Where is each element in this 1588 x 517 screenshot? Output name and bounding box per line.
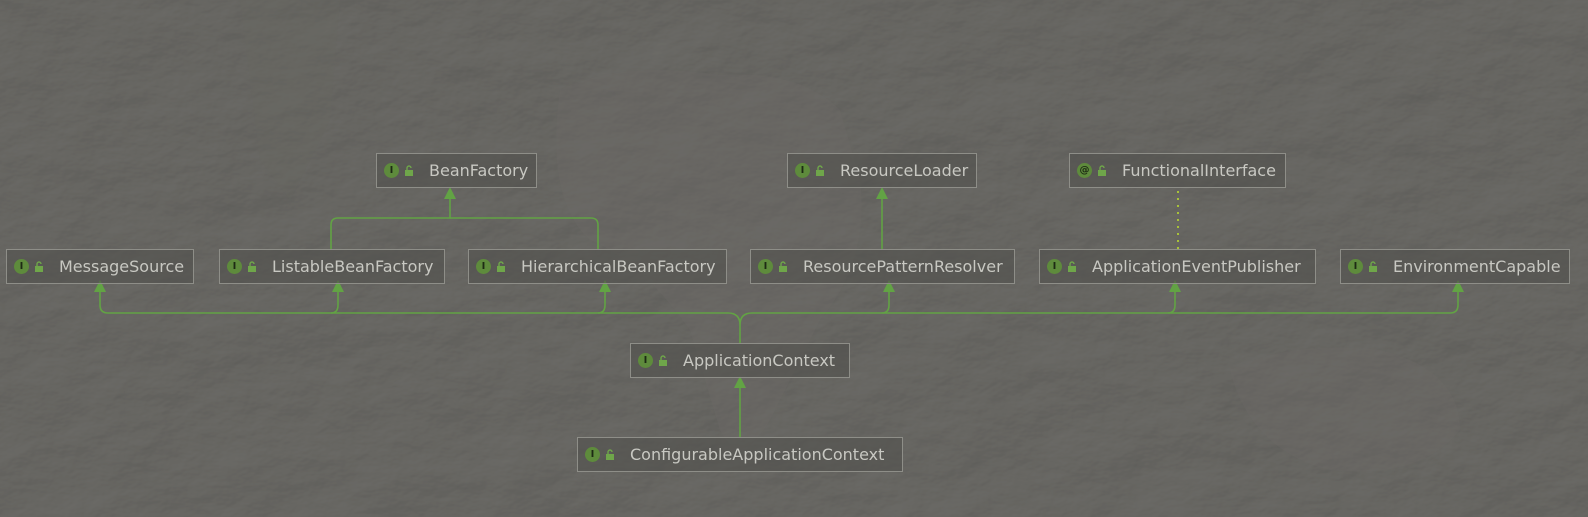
interface-icon: I <box>1047 259 1062 274</box>
node-configurableapplicationcontext[interactable]: I ConfigurableApplicationContext <box>577 437 903 472</box>
node-applicationeventpublisher[interactable]: I ApplicationEventPublisher <box>1039 249 1316 284</box>
node-label: HierarchicalBeanFactory <box>521 257 716 276</box>
lock-icon <box>606 448 614 460</box>
interface-icon: I <box>14 259 29 274</box>
node-resourcepatternresolver[interactable]: I ResourcePatternResolver <box>750 249 1015 284</box>
node-label: ApplicationEventPublisher <box>1092 257 1301 276</box>
node-applicationcontext[interactable]: I ApplicationContext <box>630 343 850 378</box>
lock-icon <box>1369 260 1377 272</box>
node-label: ApplicationContext <box>683 351 836 370</box>
lock-icon <box>779 260 787 272</box>
lock-icon <box>497 260 505 272</box>
node-functionalinterface[interactable]: @ FunctionalInterface <box>1069 153 1286 188</box>
lock-icon <box>248 260 256 272</box>
interface-icon: I <box>758 259 773 274</box>
lock-icon <box>405 164 413 176</box>
annotation-icon: @ <box>1077 163 1092 178</box>
node-messagesource[interactable]: I MessageSource <box>6 249 194 284</box>
lock-icon <box>1098 164 1106 176</box>
node-hierarchicalbeanfactory[interactable]: I HierarchicalBeanFactory <box>468 249 727 284</box>
node-label: ResourceLoader <box>840 161 969 180</box>
interface-icon: I <box>384 163 399 178</box>
node-label: FunctionalInterface <box>1122 161 1276 180</box>
node-label: MessageSource <box>59 257 185 276</box>
lock-icon <box>35 260 43 272</box>
node-listablebeanfactory[interactable]: I ListableBeanFactory <box>219 249 445 284</box>
interface-icon: I <box>638 353 653 368</box>
node-label: ListableBeanFactory <box>272 257 434 276</box>
node-label: ConfigurableApplicationContext <box>630 445 885 464</box>
lock-icon <box>816 164 824 176</box>
node-label: EnvironmentCapable <box>1393 257 1561 276</box>
node-resourceloader[interactable]: I ResourceLoader <box>787 153 977 188</box>
lock-icon <box>1068 260 1076 272</box>
interface-icon: I <box>585 447 600 462</box>
interface-icon: I <box>795 163 810 178</box>
interface-icon: I <box>227 259 242 274</box>
node-label: BeanFactory <box>429 161 529 180</box>
node-label: ResourcePatternResolver <box>803 257 1003 276</box>
interface-icon: I <box>1348 259 1363 274</box>
lock-icon <box>659 354 667 366</box>
node-beanfactory[interactable]: I BeanFactory <box>376 153 537 188</box>
node-environmentcapable[interactable]: I EnvironmentCapable <box>1340 249 1570 284</box>
interface-icon: I <box>476 259 491 274</box>
